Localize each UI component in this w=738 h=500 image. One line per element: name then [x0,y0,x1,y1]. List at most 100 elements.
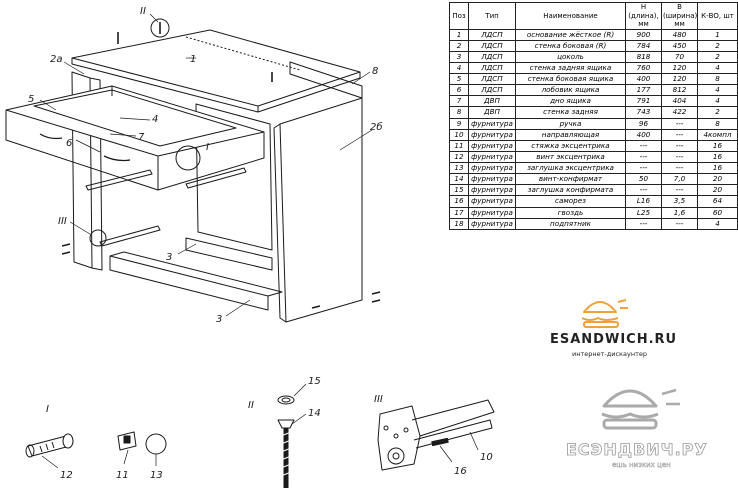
screw-markers [61,22,381,309]
detail-ii-confirmat [277,383,307,488]
watermark-tagline: ешь низких цен [612,461,671,469]
callout-11: 11 [116,470,129,481]
table-cell-q: 4 [697,84,738,97]
logo-name: ESANDWICH.RU [550,332,678,347]
table-cell-type: фурнитура [468,195,516,208]
table-cell-pos: 3 [449,50,469,63]
header-qty: К-ВО, шт [697,2,738,30]
callout-3a: 3 [166,252,172,263]
table-cell-l: 900 [625,28,662,41]
table-cell-name: ручка [515,117,626,130]
table-cell-pos: 17 [449,206,469,219]
table-cell-type: фурнитура [468,117,516,130]
table-cell-l: L16 [625,195,662,208]
inner-divider [195,103,273,251]
detail-circle-ii [150,18,170,38]
callout-2b: 2б [370,121,383,133]
table-cell-type: фурнитура [468,206,516,219]
table-cell-name: заглушка эксцентрика [515,161,626,175]
table-cell-l: 400 [625,72,662,86]
table-cell-name: заглушка конфирмата [515,184,626,197]
top-panel [71,29,361,113]
table-cell-l: 818 [625,50,662,63]
table-cell-q: 16 [697,139,738,152]
header-name: Наименование [515,2,626,30]
table-cell-l: --- [625,139,662,152]
logo-burger-icon [581,299,628,328]
table-cell-q: 8 [697,117,738,130]
callout-5: 5 [28,94,34,105]
callout-i: I [206,142,209,153]
table-cell-type: фурнитура [468,173,516,186]
table-cell-w: 422 [661,106,698,119]
table-cell-q: 20 [697,184,738,197]
table-cell-type: ЛДСП [468,61,516,75]
table-cell-type: фурнитура [468,217,516,231]
table-cell-q: 8 [697,72,738,86]
table-cell-pos: 2 [449,39,469,52]
callout-13: 13 [150,470,163,481]
table-cell-name: стенка боковая ящика [515,72,626,86]
table-cell-w: 1,6 [661,206,698,219]
table-cell-pos: 12 [449,150,469,164]
table-cell-pos: 10 [449,128,469,141]
drawer [5,85,265,191]
callout-6: 6 [66,138,72,149]
watermark-burger-icon [601,388,680,430]
table-cell-name: лобовик ящика [515,84,626,97]
callout-iii-side: III [58,216,67,227]
table-cell-name: саморез [515,195,626,208]
callout-16: 16 [454,466,467,477]
table-cell-name: стенка боковая (R) [515,39,626,52]
table-cell-name: основание жёсткое (R) [515,28,626,41]
logo-tagline: интернет-дискаунтер [572,350,647,358]
drawer-runners [85,167,247,247]
detail-iii-runner [377,399,495,471]
table-cell-w: --- [661,117,698,130]
table-cell-pos: 16 [449,195,469,208]
table-cell-l: 96 [625,117,662,130]
table-cell-l: --- [625,161,662,175]
callout-1: 1 [190,54,196,65]
table-cell-l: --- [625,184,662,197]
table-cell-l: 760 [625,61,662,75]
callout-8: 8 [372,66,378,77]
table-cell-w: 120 [661,61,698,75]
table-cell-name: стенка задняя ящика [515,61,626,75]
table-cell-pos: 18 [449,217,469,231]
table-cell-q: 2 [697,50,738,63]
table-cell-type: ЛДСП [468,84,516,97]
table-cell-w: 812 [661,84,698,97]
callout-15: 15 [308,376,321,387]
table-cell-w: --- [661,128,698,141]
table-cell-type: фурнитура [468,139,516,152]
table-cell-pos: 11 [449,139,469,152]
table-cell-q: 16 [697,161,738,175]
table-cell-pos: 8 [449,106,469,119]
table-cell-l: L25 [625,206,662,219]
table-cell-type: фурнитура [468,150,516,164]
callout-ii-top: II [140,6,146,17]
table-cell-pos: 14 [449,173,469,186]
table-cell-q: 64 [697,195,738,208]
table-cell-w: --- [661,150,698,164]
table-cell-l: 177 [625,84,662,97]
table-cell-pos: 9 [449,117,469,130]
parts-table-header: Поз Тип Наименование H (длина), мм B (ши… [449,2,738,30]
watermark-name: ЕСЭНДВИЧ.РУ [566,440,708,460]
plinth [109,237,283,311]
